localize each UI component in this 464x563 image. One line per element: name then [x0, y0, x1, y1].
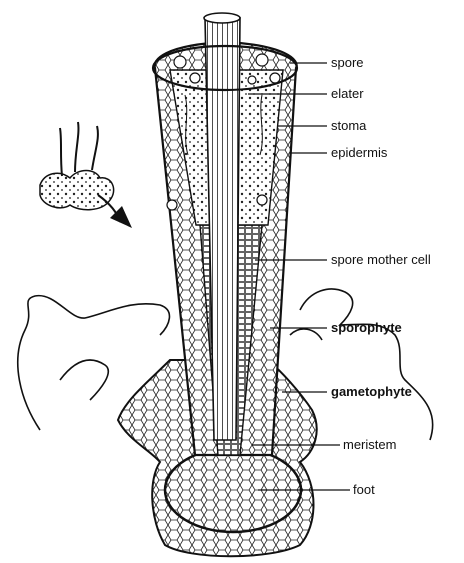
label-stoma: stoma [331, 118, 367, 133]
habit-sketch [40, 122, 132, 228]
label-elater: elater [331, 86, 364, 101]
label-sporophyte: sporophyte [331, 320, 402, 335]
columella-top [204, 13, 240, 23]
label-gametophyte: gametophyte [331, 384, 412, 399]
label-spore: spore [331, 55, 364, 70]
label-epidermis: epidermis [331, 145, 388, 160]
label-spore-mother-cell: spore mother cell [331, 252, 431, 267]
label-meristem: meristem [343, 437, 396, 452]
label-foot: foot [353, 482, 375, 497]
